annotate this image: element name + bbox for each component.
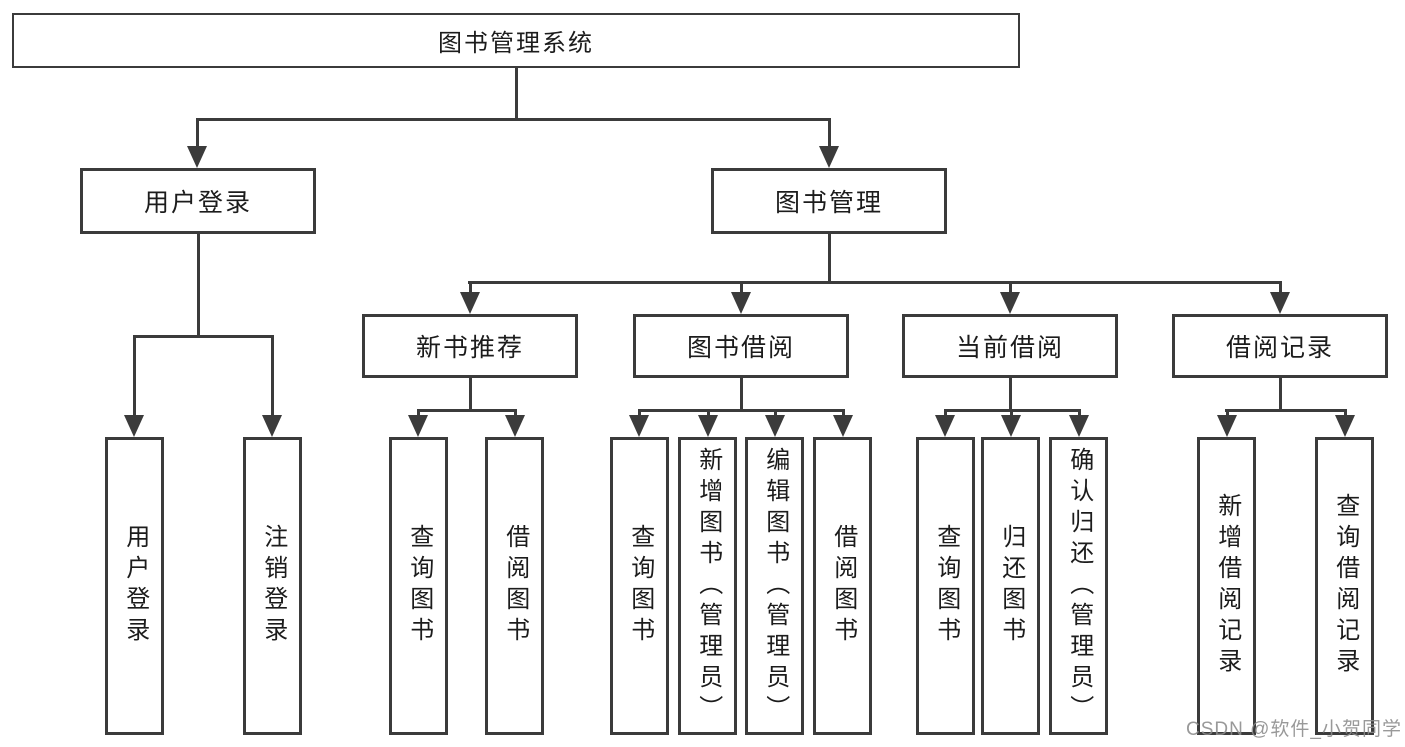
leaf-cb-query-books-label: 查询图书	[932, 524, 960, 648]
leaf-br-add-record-label: 新增借阅记录	[1213, 493, 1241, 679]
connector-bar	[133, 335, 274, 338]
connector-arrow-line	[1343, 409, 1347, 415]
connector-arrowhead-icon	[765, 415, 785, 437]
connector-arrowhead-icon	[505, 415, 525, 437]
connector-arrowhead-icon	[1217, 415, 1237, 437]
leaf-bb-edit-books-admin: 编辑图书（管理员）	[745, 437, 804, 735]
connector-arrowhead-icon	[833, 415, 853, 437]
connector-arrow-line	[943, 409, 947, 415]
connector-bar	[1225, 409, 1347, 412]
connector-arrowhead-icon	[819, 146, 839, 168]
leaf-cb-confirm-return-admin-label: 确认归还（管理员）	[1065, 446, 1093, 726]
node-user-login-label: 用户登录	[143, 189, 252, 217]
connector-arrow-line	[1077, 409, 1081, 415]
csdn-watermark: CSDN @软件_小贺同学	[1186, 719, 1402, 740]
node-new-book-recommend: 新书推荐	[362, 314, 578, 378]
leaf-logout-login-label: 注销登录	[259, 524, 287, 648]
leaf-br-query-record-label: 查询借阅记录	[1331, 493, 1359, 679]
connector-arrow-line	[841, 409, 845, 415]
connector-arrowhead-icon	[731, 292, 751, 314]
connector-arrow-line	[773, 409, 777, 415]
leaf-nb-borrow-books: 借阅图书	[485, 437, 544, 735]
node-current-borrowing: 当前借阅	[902, 314, 1118, 378]
connector-bar	[944, 409, 1081, 412]
connector-arrow-line	[739, 281, 743, 292]
connector-arrow-line	[513, 409, 517, 415]
connector-arrow-line	[132, 335, 136, 415]
leaf-nb-query-books-label: 查询图书	[405, 524, 433, 648]
leaf-bb-query-books: 查询图书	[610, 437, 669, 735]
connector-bar	[417, 409, 516, 412]
connector-arrowhead-icon	[408, 415, 428, 437]
leaf-nb-borrow-books-label: 借阅图书	[501, 524, 529, 648]
connector-stem	[739, 378, 743, 412]
node-new-book-recommend-label: 新书推荐	[415, 334, 524, 362]
connector-arrow-line	[1278, 281, 1282, 292]
leaf-br-add-record: 新增借阅记录	[1197, 437, 1256, 735]
connector-stem	[1278, 378, 1282, 412]
connector-arrow-line	[637, 409, 641, 415]
node-borrowing-records: 借阅记录	[1172, 314, 1388, 378]
connector-stem	[827, 234, 831, 284]
connector-arrow-line	[1225, 409, 1229, 415]
leaf-bb-query-books-label: 查询图书	[626, 524, 654, 648]
connector-arrow-line	[1008, 281, 1012, 292]
node-user-login: 用户登录	[80, 168, 316, 234]
connector-stem	[1008, 378, 1012, 412]
leaf-bb-borrow-books: 借阅图书	[813, 437, 872, 735]
connector-arrowhead-icon	[629, 415, 649, 437]
leaf-cb-return-books: 归还图书	[981, 437, 1040, 735]
node-borrowing-records-label: 借阅记录	[1225, 334, 1334, 362]
leaf-bb-add-books-admin: 新增图书（管理员）	[678, 437, 737, 735]
connector-arrow-line	[416, 409, 420, 415]
node-book-borrowing: 图书借阅	[633, 314, 849, 378]
connector-arrowhead-icon	[124, 415, 144, 437]
connector-arrow-line	[468, 281, 472, 292]
leaf-bb-edit-books-admin-label: 编辑图书（管理员）	[761, 446, 789, 726]
connector-arrowhead-icon	[1069, 415, 1089, 437]
node-book-management-label: 图书管理	[774, 189, 883, 217]
leaf-user-login: 用户登录	[105, 437, 164, 735]
connector-stem	[468, 378, 472, 412]
connector-bar	[468, 281, 1282, 284]
connector-stem	[196, 234, 200, 338]
leaf-logout-login: 注销登录	[243, 437, 302, 735]
connector-arrow-line	[827, 118, 831, 146]
connector-arrow-line	[195, 118, 199, 146]
connector-stem	[514, 68, 518, 121]
leaf-cb-return-books-label: 归还图书	[997, 524, 1025, 648]
leaf-br-query-record: 查询借阅记录	[1315, 437, 1374, 735]
connector-bar	[196, 118, 831, 121]
connector-bar	[638, 409, 845, 412]
node-library-system-label: 图书管理系统	[438, 30, 594, 57]
leaf-nb-query-books: 查询图书	[389, 437, 448, 735]
connector-arrowhead-icon	[460, 292, 480, 314]
leaf-user-login-label: 用户登录	[121, 524, 149, 648]
connector-arrowhead-icon	[1001, 415, 1021, 437]
connector-arrow-line	[270, 335, 274, 415]
connector-arrow-line	[1009, 409, 1013, 415]
node-book-borrowing-label: 图书借阅	[686, 334, 795, 362]
node-current-borrowing-label: 当前借阅	[955, 334, 1064, 362]
leaf-cb-query-books: 查询图书	[916, 437, 975, 735]
node-library-system: 图书管理系统	[12, 13, 1020, 68]
connector-arrowhead-icon	[698, 415, 718, 437]
connector-arrowhead-icon	[1270, 292, 1290, 314]
connector-arrowhead-icon	[1000, 292, 1020, 314]
connector-arrowhead-icon	[1335, 415, 1355, 437]
leaf-bb-add-books-admin-label: 新增图书（管理员）	[694, 446, 722, 726]
connector-arrowhead-icon	[187, 146, 207, 168]
connector-arrow-line	[706, 409, 710, 415]
leaf-cb-confirm-return-admin: 确认归还（管理员）	[1049, 437, 1108, 735]
connector-arrowhead-icon	[935, 415, 955, 437]
leaf-bb-borrow-books-label: 借阅图书	[829, 524, 857, 648]
node-book-management: 图书管理	[711, 168, 947, 234]
connector-arrowhead-icon	[262, 415, 282, 437]
